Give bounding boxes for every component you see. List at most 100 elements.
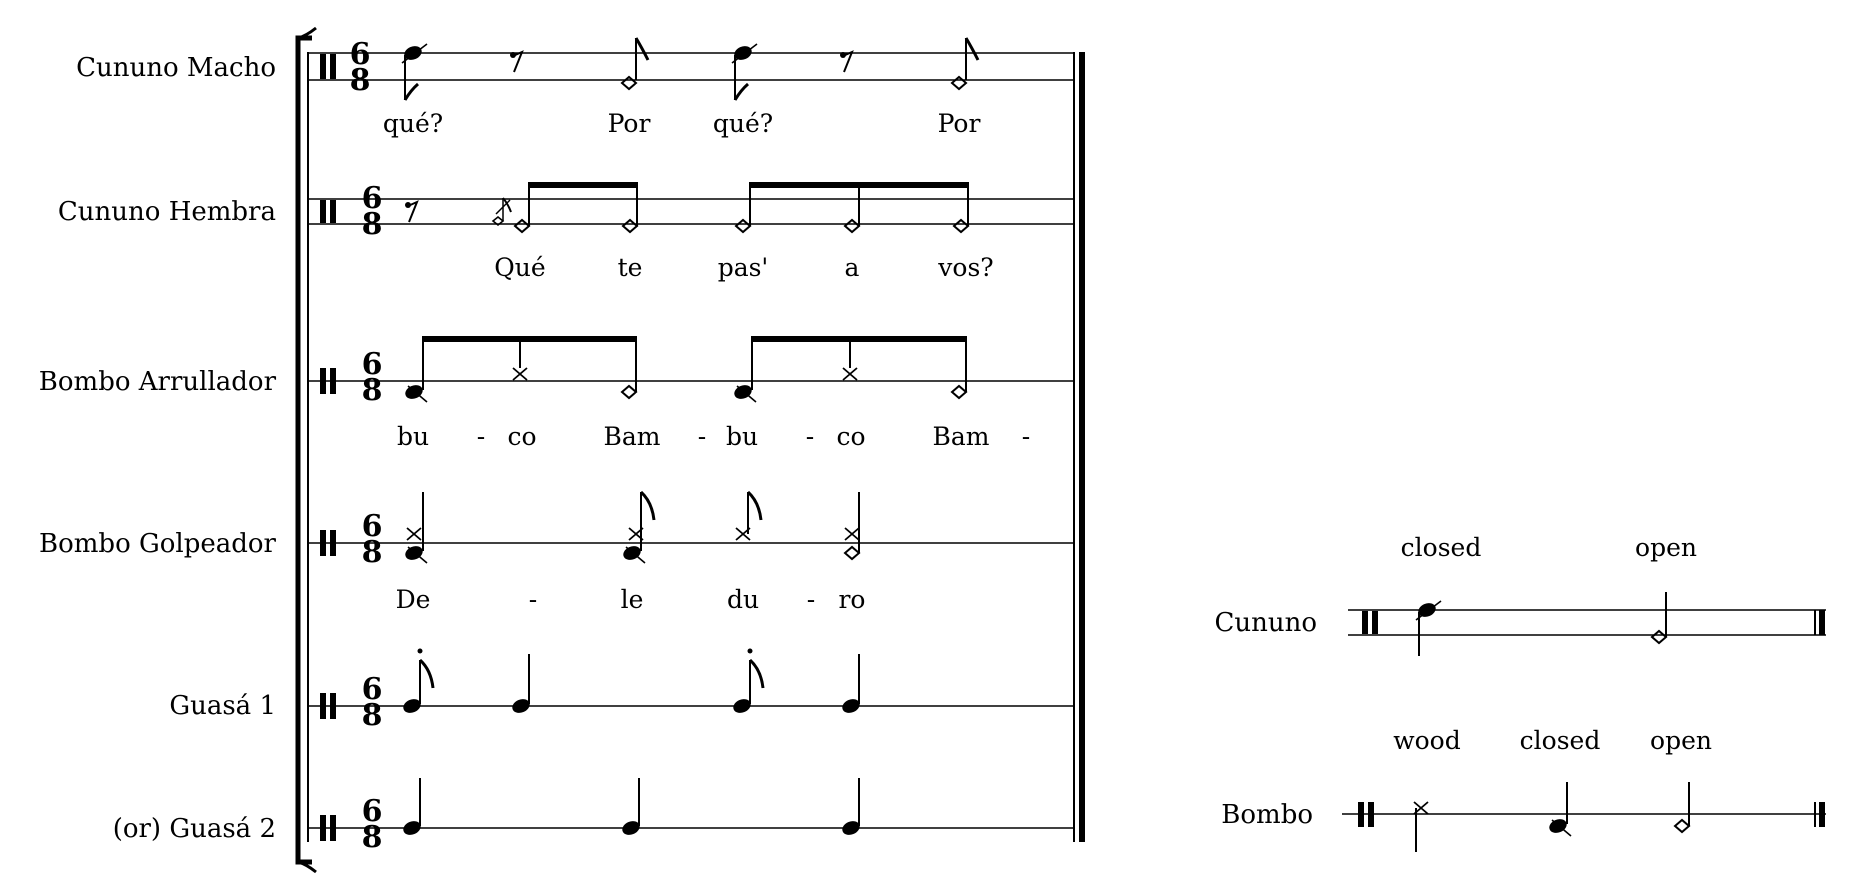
closed-note (731, 43, 758, 101)
legend-cununo: Cununo closed open (1214, 533, 1826, 656)
staff-label: (or) Guasá 2 (113, 814, 276, 844)
staff-label: Bombo Arrullador (39, 367, 277, 397)
lyric-syllable: qué? (713, 109, 773, 138)
grace-note-icon (491, 197, 512, 227)
staff-guasa-2: (or) Guasá 2 6 8 (113, 778, 1074, 855)
lyric-syllable: - (698, 422, 706, 451)
lyric-syllable: De (396, 585, 431, 614)
time-signature-top: 6 (350, 37, 371, 72)
lyric-syllable: du (727, 585, 759, 614)
lyric-syllable: - (806, 422, 814, 451)
wood-note (735, 490, 763, 541)
lyric-syllable: ro (838, 585, 865, 614)
legend-instrument-label: Bombo (1221, 800, 1313, 830)
final-barline (1814, 802, 1825, 827)
percussion-clef-icon (320, 200, 336, 223)
wood-closed-chord (405, 492, 428, 564)
staff-label: Guasá 1 (169, 691, 276, 721)
time-signature-bottom: 8 (362, 535, 383, 570)
eighth-rest-icon (840, 50, 854, 73)
lyric-syllable: co (836, 422, 865, 451)
time-signature-top: 6 (362, 347, 383, 382)
quarter-note (842, 778, 860, 835)
open-note (843, 184, 861, 234)
percussion-clef-icon (320, 54, 336, 79)
staccato-eighth-note (403, 648, 435, 713)
system-bracket (295, 26, 317, 874)
lyric-syllable: bu (397, 422, 429, 451)
lyric-syllable: vos? (937, 253, 993, 282)
lyric-syllable: Bam (604, 422, 661, 451)
lyric-syllable: co (507, 422, 536, 451)
wood-note (1413, 801, 1429, 852)
lyric-syllable: - (1022, 422, 1030, 451)
beam (751, 336, 967, 342)
closed-note (1549, 782, 1572, 837)
lyric-syllable: - (807, 585, 815, 614)
stroke-label: closed (1401, 533, 1482, 562)
lyric-syllable: qué? (383, 109, 443, 138)
time-signature-bottom: 8 (362, 820, 383, 855)
stroke-label: wood (1393, 726, 1461, 755)
staff-guasa-1: Guasá 1 6 8 (169, 648, 1074, 733)
eighth-rest-icon (405, 200, 419, 223)
open-note (620, 340, 638, 400)
open-note (952, 184, 970, 234)
stroke-label: closed (1520, 726, 1601, 755)
lyric-syllable: a (845, 253, 860, 282)
legend-bombo: Bombo wood closed open (1221, 726, 1826, 852)
closed-note (734, 340, 757, 403)
lyric-syllable: Por (608, 109, 651, 138)
time-signature-bottom: 8 (362, 207, 383, 242)
lyric-syllable: pas' (718, 253, 769, 282)
stroke-label: open (1650, 726, 1712, 755)
staff-label: Bombo Golpeador (39, 529, 277, 559)
staff-bombo-golpeador: Bombo Golpeador 6 8 (39, 490, 1074, 614)
lyric-syllable: Qué (494, 253, 545, 282)
quarter-note (622, 778, 640, 835)
staff-label: Cununo Macho (76, 53, 276, 83)
open-note (621, 184, 639, 234)
quarter-note (842, 654, 860, 713)
lyric-syllable: Por (938, 109, 981, 138)
closed-note (405, 340, 428, 403)
wood-open-chord (843, 492, 861, 561)
time-signature-bottom: 8 (362, 373, 383, 408)
staff-cununo-macho: Cununo Macho 6 8 (76, 37, 1074, 138)
staff-cununo-hembra: Cununo Hembra 6 8 (58, 181, 1074, 282)
lyric-syllable: - (529, 585, 537, 614)
percussion-clef-icon (320, 530, 336, 556)
open-note (950, 37, 980, 91)
closed-note (1415, 600, 1442, 656)
staccato-eighth-note (733, 648, 765, 713)
open-note (734, 184, 752, 234)
wood-closed-chord (623, 490, 656, 564)
lyric-syllable: te (618, 253, 643, 282)
open-note (1650, 592, 1668, 645)
open-note (950, 340, 968, 400)
time-signature-top: 6 (362, 672, 383, 707)
open-note (620, 37, 650, 91)
wood-note (512, 340, 528, 381)
quarter-note (403, 778, 421, 835)
closed-note (401, 43, 428, 101)
quarter-note (512, 654, 530, 713)
lyric-syllable: bu (726, 422, 758, 451)
time-signature-top: 6 (362, 509, 383, 544)
final-barline (1814, 610, 1825, 635)
lyric-syllable: le (621, 585, 644, 614)
open-note (1673, 782, 1691, 834)
percussion-clef-icon (1362, 611, 1378, 634)
beam (422, 336, 637, 342)
lyric-syllable: - (477, 422, 485, 451)
open-note (513, 184, 531, 234)
wood-note (842, 340, 858, 381)
final-barline (1073, 52, 1085, 842)
percussion-clef-icon (320, 815, 336, 841)
time-signature-top: 6 (362, 794, 383, 829)
staff-label: Cununo Hembra (58, 197, 276, 227)
time-signature-bottom: 8 (362, 698, 383, 733)
lyric-syllable: Bam (933, 422, 990, 451)
percussion-clef-icon (320, 693, 336, 719)
